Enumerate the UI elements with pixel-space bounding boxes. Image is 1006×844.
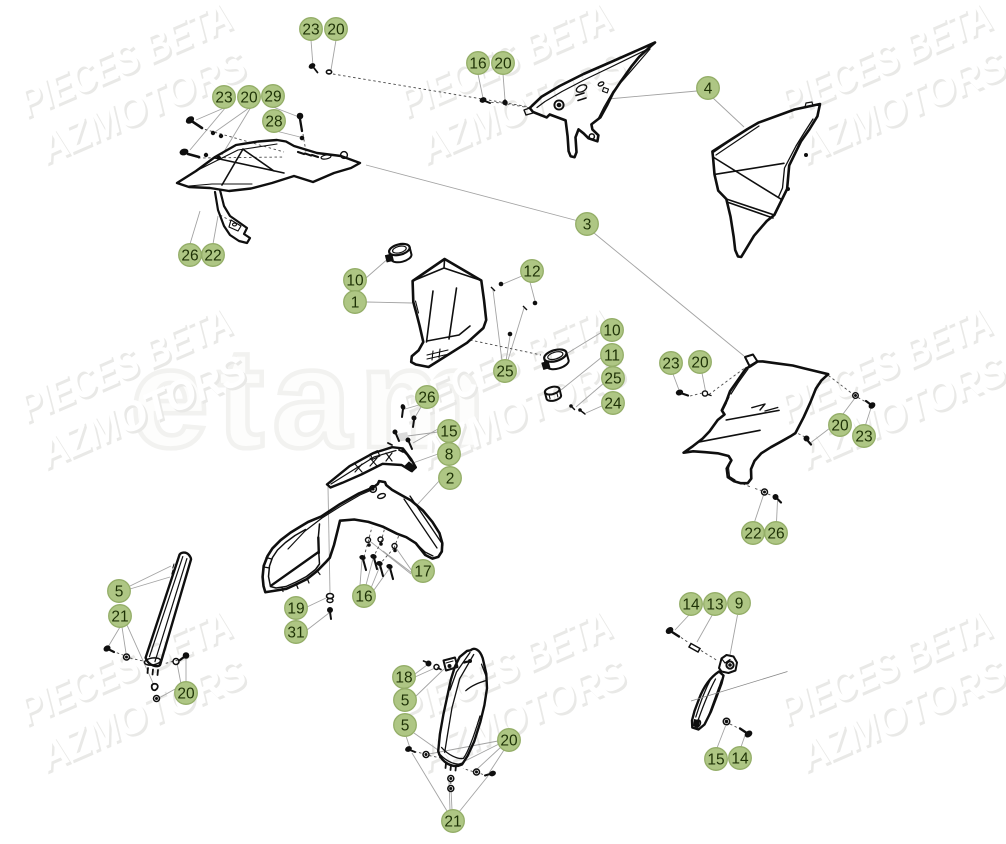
svg-text:23: 23 <box>215 89 232 106</box>
svg-text:26: 26 <box>181 247 198 264</box>
svg-text:22: 22 <box>744 525 761 542</box>
svg-text:14: 14 <box>682 596 700 613</box>
svg-text:22: 22 <box>204 247 221 264</box>
svg-text:26: 26 <box>418 389 435 406</box>
svg-text:3: 3 <box>583 216 592 233</box>
svg-text:16: 16 <box>355 588 372 605</box>
svg-text:21: 21 <box>444 813 461 830</box>
svg-text:16: 16 <box>469 55 486 72</box>
svg-text:1: 1 <box>351 294 360 311</box>
svg-text:4: 4 <box>704 80 713 97</box>
svg-text:21: 21 <box>111 608 128 625</box>
svg-text:5: 5 <box>115 583 124 600</box>
svg-text:20: 20 <box>327 21 345 38</box>
svg-text:28: 28 <box>265 113 282 130</box>
svg-text:5: 5 <box>401 717 410 734</box>
svg-text:18: 18 <box>395 669 412 686</box>
svg-text:9: 9 <box>735 595 744 612</box>
svg-text:20: 20 <box>240 89 258 106</box>
svg-text:10: 10 <box>603 322 621 339</box>
svg-text:11: 11 <box>604 347 620 364</box>
svg-text:20: 20 <box>500 732 518 749</box>
svg-text:23: 23 <box>662 355 679 372</box>
svg-text:20: 20 <box>177 685 195 702</box>
svg-text:26: 26 <box>767 525 784 542</box>
svg-text:15: 15 <box>440 423 457 440</box>
svg-text:25: 25 <box>604 370 621 387</box>
svg-text:20: 20 <box>831 417 849 434</box>
svg-text:12: 12 <box>523 263 540 280</box>
svg-text:5: 5 <box>401 692 410 709</box>
svg-text:14: 14 <box>731 750 749 767</box>
svg-text:13: 13 <box>706 596 723 613</box>
svg-text:15: 15 <box>707 751 724 768</box>
svg-text:8: 8 <box>445 446 454 463</box>
svg-text:19: 19 <box>287 600 304 617</box>
svg-text:10: 10 <box>346 272 364 289</box>
svg-text:25: 25 <box>496 363 513 380</box>
svg-text:31: 31 <box>287 624 304 641</box>
svg-text:24: 24 <box>604 395 622 412</box>
svg-text:17: 17 <box>414 563 431 580</box>
svg-text:23: 23 <box>302 21 319 38</box>
svg-text:29: 29 <box>264 88 281 105</box>
svg-text:20: 20 <box>691 354 709 371</box>
svg-text:23: 23 <box>855 428 872 445</box>
svg-text:20: 20 <box>494 55 512 72</box>
svg-text:2: 2 <box>446 470 455 487</box>
